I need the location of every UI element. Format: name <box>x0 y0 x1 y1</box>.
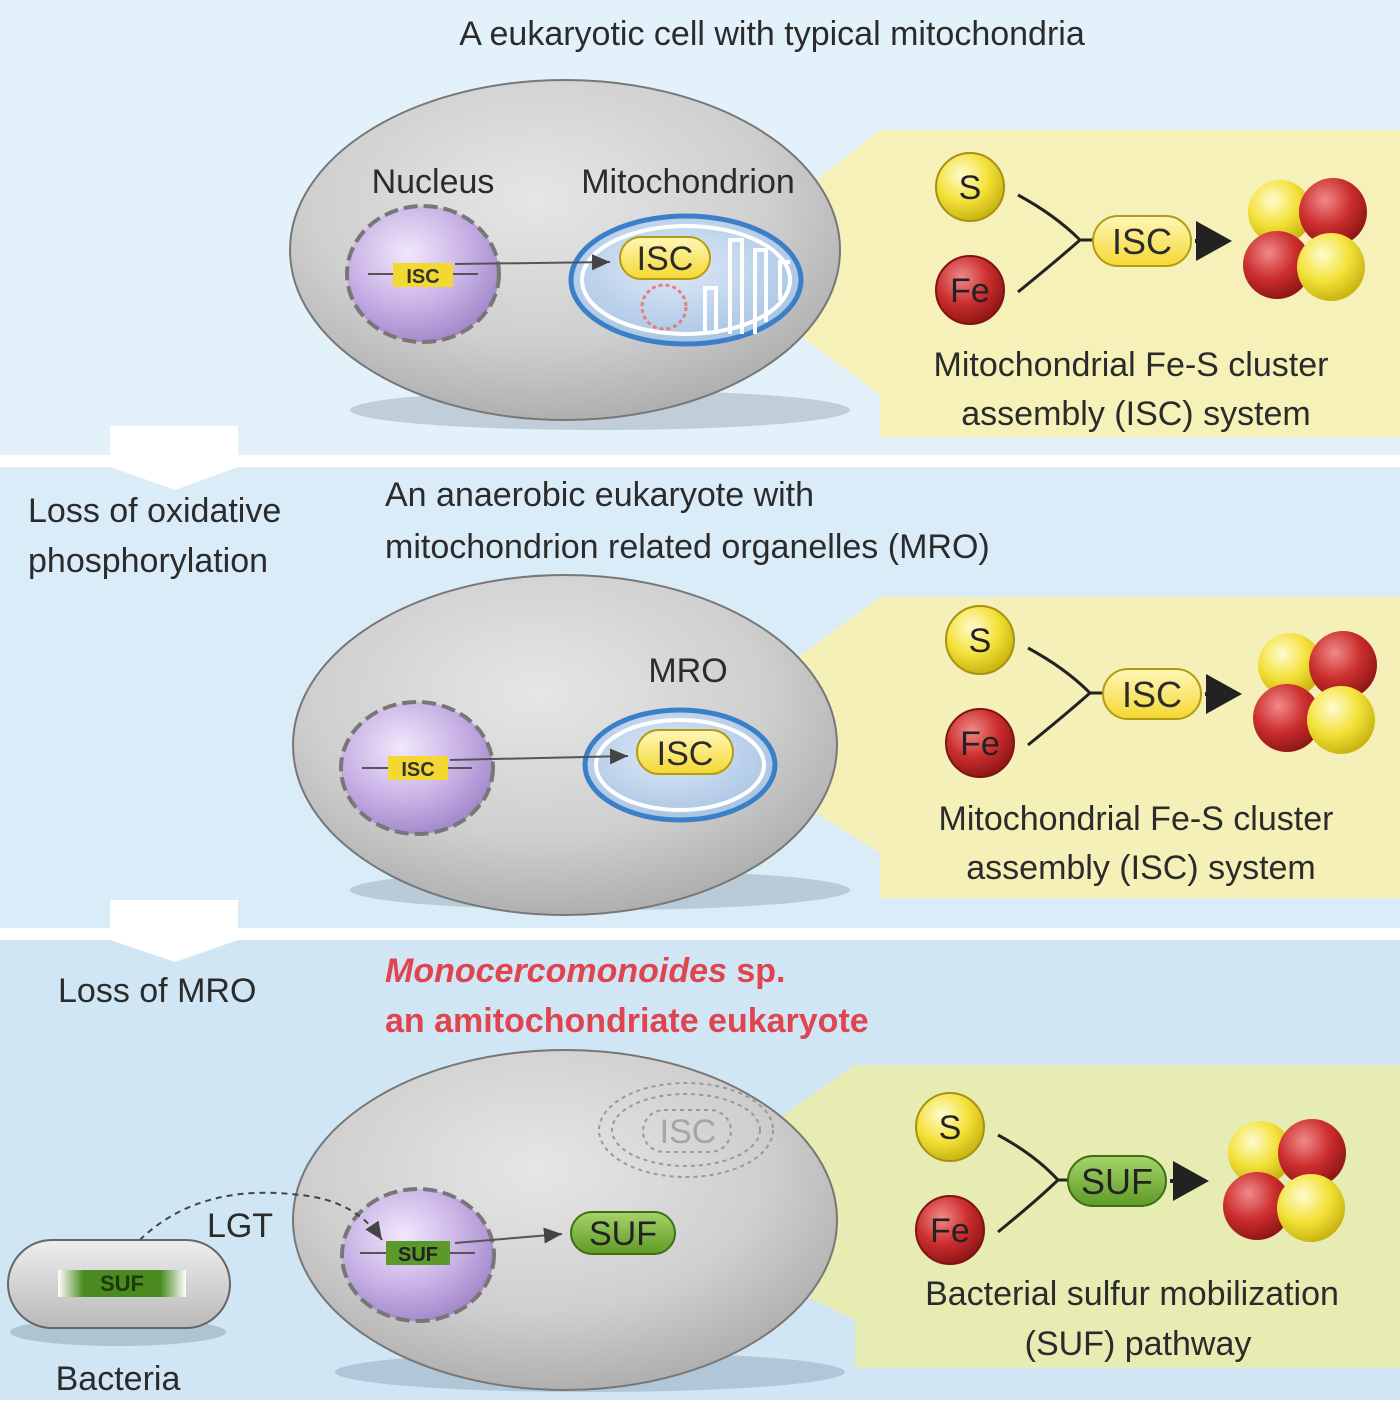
organism-suffix: sp. <box>727 952 786 990</box>
isc-protein-pill-2 <box>636 729 734 775</box>
sulfur-label: S <box>969 622 992 660</box>
merge-curve <box>1027 646 1103 747</box>
mitochondrion-label: Mitochondrion <box>581 163 795 201</box>
iron-label: Fe <box>930 1212 970 1250</box>
reaction-2: S Fe ISC <box>945 605 1377 778</box>
iron-atom <box>915 1195 985 1265</box>
lgt-label: LGT <box>207 1207 273 1245</box>
import-arrow-1 <box>454 254 611 271</box>
transition-arrow-2 <box>0 900 1400 962</box>
isc-enzyme-pill <box>1092 215 1192 267</box>
caption-1-line1: Mitochondrial Fe-S cluster <box>934 346 1329 384</box>
mtdna <box>640 283 688 331</box>
mro-inner-membrane <box>594 718 766 812</box>
caption-2-line1: Mitochondrial Fe-S cluster <box>939 800 1334 838</box>
fe-s-cluster <box>1253 631 1377 754</box>
ghost-organelle-outer <box>598 1082 774 1178</box>
iron-atom <box>945 708 1015 778</box>
caption-3-line1: Bacterial sulfur mobilization <box>925 1275 1339 1313</box>
transition2-line1: Loss of MRO <box>58 972 256 1010</box>
transition1-line2: phosphorylation <box>28 542 268 580</box>
organism-name: Monocercomonoides <box>385 952 727 990</box>
iron-label: Fe <box>960 725 1000 763</box>
callout-3 <box>690 1065 1400 1368</box>
lgt-arrow <box>117 1191 383 1266</box>
sulfur-atom <box>935 152 1005 222</box>
panel1-title: A eukaryotic cell with typical mitochond… <box>459 15 1085 53</box>
suf-gene-label: SUF <box>398 1244 438 1266</box>
expression-arrow <box>454 1227 563 1244</box>
caption-1-line2: assembly (ISC) system <box>961 395 1311 433</box>
sulfur-label: S <box>939 1109 962 1147</box>
isc-gene-label: ISC <box>406 266 439 288</box>
suf-enzyme-pill <box>1067 1155 1167 1207</box>
transition1-line1: Loss of oxidative <box>28 492 281 530</box>
import-arrow-2 <box>449 748 629 765</box>
caption-2-line2: assembly (ISC) system <box>966 849 1316 887</box>
suf-enzyme-label: SUF <box>1081 1161 1153 1202</box>
isc-enzyme-label: ISC <box>1112 221 1172 262</box>
ghost-organelle-inner <box>611 1093 761 1167</box>
suf-protein-pill <box>570 1211 676 1255</box>
reaction-3: S Fe SUF <box>915 1092 1346 1265</box>
caption-3-line2: (SUF) pathway <box>1025 1325 1252 1363</box>
isc-protein-label-1: ISC <box>637 240 694 278</box>
bacterial-chromosome <box>58 1270 186 1297</box>
sulfur-atom <box>915 1092 985 1162</box>
panel2-title-line1: An anaerobic eukaryote with <box>385 476 814 514</box>
panel3-title-line1: Monocercomonoides sp. <box>385 952 786 990</box>
merge-curve <box>1017 193 1093 294</box>
bacterial-suf-label: SUF <box>100 1271 144 1296</box>
nucleus-label: Nucleus <box>372 163 495 201</box>
merge-curve <box>997 1133 1068 1234</box>
sulfur-atom <box>945 605 1015 675</box>
callout-1 <box>740 130 1400 437</box>
callout-2 <box>740 597 1400 898</box>
isc-gene-box <box>393 263 453 287</box>
fe-s-cluster <box>1243 178 1367 301</box>
isc-gene-label-2: ISC <box>401 759 434 781</box>
panel3-title-line2: an amitochondriate eukaryote <box>385 1002 869 1040</box>
mitochondrion-inner-membrane <box>580 224 792 336</box>
sulfur-label: S <box>959 169 982 207</box>
transition-arrow-1 <box>0 426 1400 490</box>
suf-protein-label: SUF <box>589 1215 657 1253</box>
ghost-isc-label: ISC <box>660 1113 717 1151</box>
iron-atom <box>935 255 1005 325</box>
fe-s-cluster <box>1223 1119 1346 1242</box>
isc-enzyme-label: ISC <box>1122 674 1182 715</box>
bacteria-label: Bacteria <box>56 1360 181 1398</box>
isc-gene-box-2 <box>388 756 448 780</box>
isc-protein-pill-1 <box>619 236 711 280</box>
iron-label: Fe <box>950 272 990 310</box>
cristae <box>703 238 790 334</box>
isc-protein-label-2: ISC <box>657 735 714 773</box>
reaction-1: S Fe ISC <box>935 152 1367 325</box>
panel2-title-line2: mitochondrion related organelles (MRO) <box>385 528 990 566</box>
mro-label: MRO <box>648 652 727 690</box>
suf-gene-box <box>386 1241 450 1265</box>
isc-enzyme-pill <box>1102 668 1202 720</box>
